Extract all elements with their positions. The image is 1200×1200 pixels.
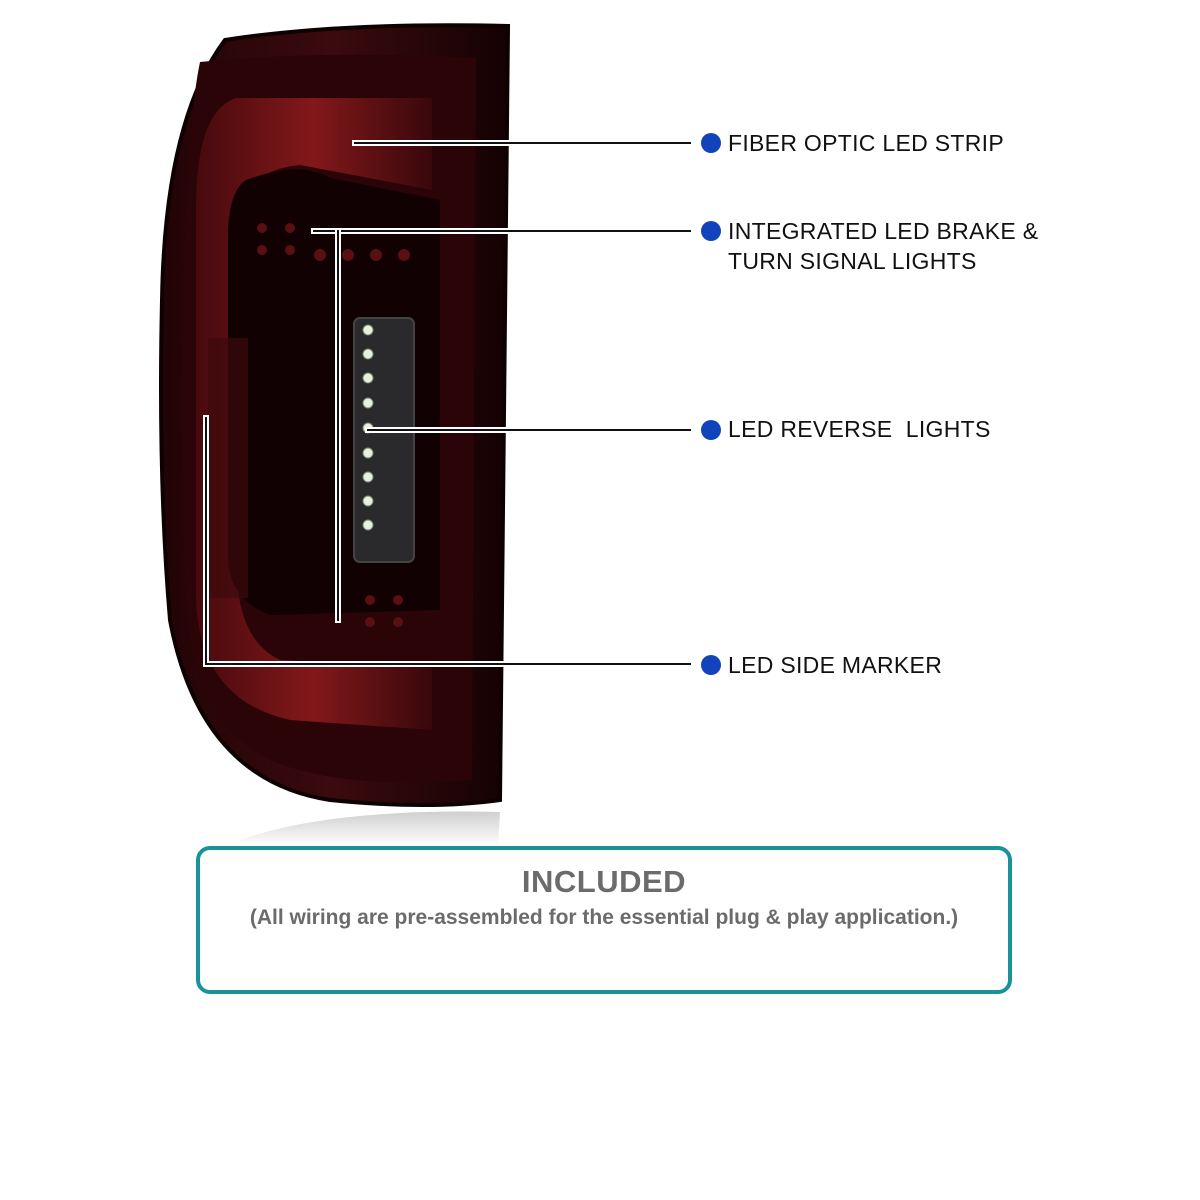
- callout-dot-side-marker: [701, 655, 721, 675]
- included-title: INCLUDED: [521, 864, 687, 899]
- callout-reverse-label: LED REVERSE LIGHTS: [728, 416, 991, 442]
- callout-dot-fiber-optic: [701, 133, 721, 153]
- included-note: (All wiring are pre-assembled for the es…: [249, 906, 959, 929]
- callout-side-marker-label: LED SIDE MARKER: [728, 652, 943, 678]
- callout-leader-lines: [203, 140, 693, 667]
- side-marker-shape: [208, 338, 248, 598]
- callout-dot-brake-turn: [701, 221, 721, 241]
- included-box: INCLUDED (All wiring are pre-assembled f…: [196, 846, 1012, 994]
- callout-dot-reverse: [701, 420, 721, 440]
- brake-led-dots: [257, 223, 410, 627]
- lamp-reflection: [240, 811, 500, 846]
- callout-brake-turn-label-line2: TURN SIGNAL LIGHTS: [728, 248, 977, 274]
- reverse-led-dots: [362, 324, 374, 531]
- callout-fiber-optic-label: FIBER OPTIC LED STRIP: [728, 130, 1004, 156]
- callout-brake-turn-label-line1: INTEGRATED LED BRAKE &: [728, 218, 1039, 244]
